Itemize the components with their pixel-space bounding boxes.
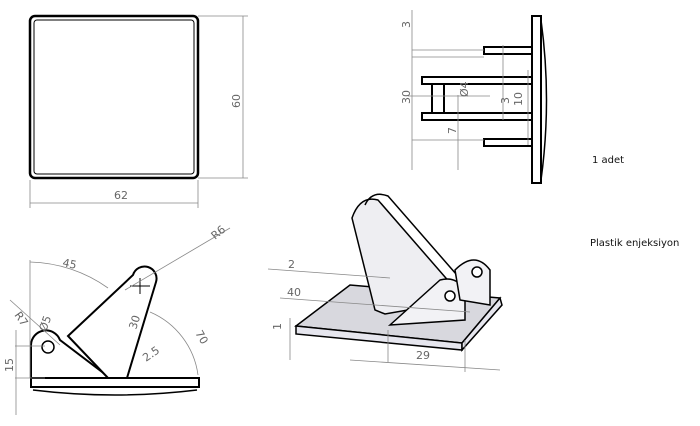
- profile-view: 45 R6 R7 Ø5 30 2.5 70 15: [3, 223, 231, 415]
- dim-40-iso: 40: [287, 286, 301, 299]
- dim-r6: R6: [209, 223, 229, 242]
- front-view: 60 62: [28, 14, 248, 208]
- dim-3-top: 3: [400, 21, 413, 28]
- dim-r7: R7: [12, 309, 31, 328]
- dim-diameter-5: Ø5: [37, 314, 55, 333]
- side-view: 3 30 Ø4 3 10 7: [400, 10, 548, 184]
- isometric-view: 2 40 1 29: [267, 193, 503, 372]
- dim-height: 60: [230, 94, 243, 108]
- dim-30-profile: 30: [126, 314, 143, 331]
- dim-2-iso: 2: [288, 258, 295, 271]
- dim-29-iso: 29: [416, 349, 430, 362]
- process-note: Plastik enjeksiyon: [590, 238, 679, 249]
- dim-30: 30: [400, 90, 413, 104]
- dim-3-mid: 3: [499, 97, 512, 104]
- dim-1-iso: 1: [271, 323, 284, 330]
- dim-70: 70: [192, 328, 210, 347]
- dim-45: 45: [61, 256, 77, 272]
- dim-diameter-4: Ø4: [458, 81, 471, 97]
- quantity-note: 1 adet: [592, 155, 624, 166]
- dim-15: 15: [3, 358, 16, 372]
- dim-7: 7: [446, 127, 459, 134]
- dim-width: 62: [114, 189, 128, 202]
- dim-10: 10: [512, 92, 525, 106]
- dim-2-5: 2.5: [140, 344, 162, 365]
